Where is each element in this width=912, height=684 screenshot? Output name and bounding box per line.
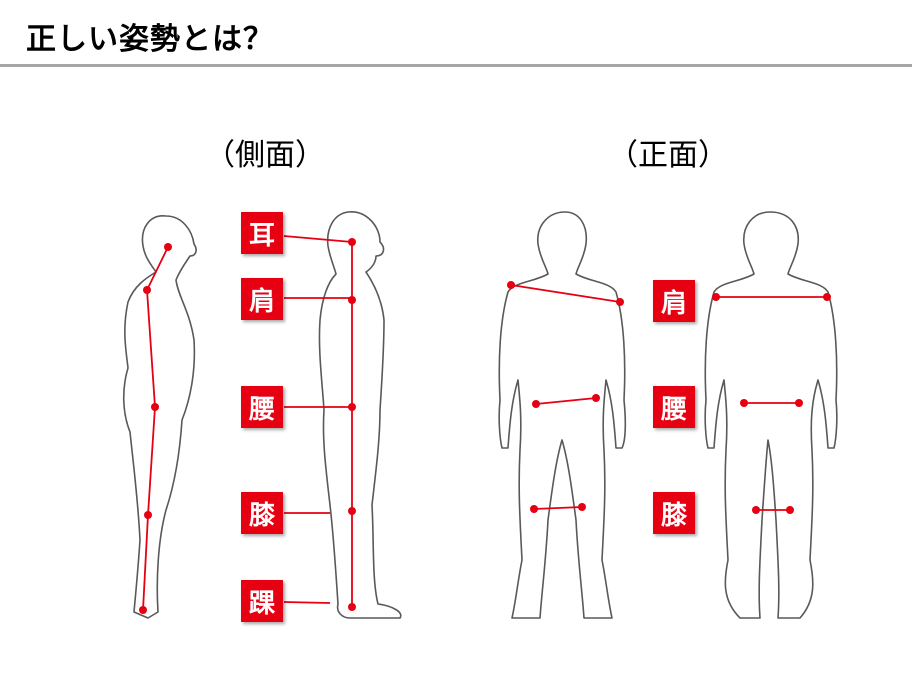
label-waist-side: 腰 xyxy=(241,386,283,428)
slouch-shoulder-point xyxy=(143,286,151,294)
front-view-heading: （正面） xyxy=(608,138,728,173)
back-knee-right-point xyxy=(786,506,794,514)
upright-ear-point xyxy=(348,238,356,246)
front-waist-left-point xyxy=(532,400,540,408)
slouched-alignment-line xyxy=(142,246,169,611)
back-shoulder-left-point xyxy=(712,293,720,301)
upright-waist-point xyxy=(348,403,356,411)
back-waist-right-point xyxy=(795,399,803,407)
upright-side-figure xyxy=(318,211,402,619)
slouch-waist-point xyxy=(151,403,159,411)
label-ear: 耳 xyxy=(241,212,283,254)
label-waist-front: 腰 xyxy=(653,386,695,428)
slouched-side-figure xyxy=(122,215,197,619)
back-shoulder-right-point xyxy=(823,293,831,301)
side-view-heading: （側面） xyxy=(205,138,325,173)
front-shoulder-right-point xyxy=(616,298,624,306)
front-shoulder-line xyxy=(510,284,621,303)
slouch-ankle-point xyxy=(139,606,147,614)
back-waist-left-point xyxy=(740,399,748,407)
back-knee-left-point xyxy=(752,506,760,514)
upright-knee-point xyxy=(348,507,356,515)
back-figure xyxy=(704,211,838,619)
slouch-ear-point xyxy=(164,243,172,251)
ear-connector xyxy=(283,235,353,243)
upright-shoulder-point xyxy=(348,296,356,304)
front-figure xyxy=(498,211,627,619)
label-shoulder-side: 肩 xyxy=(241,278,283,320)
title-divider xyxy=(0,64,912,67)
label-knee-side: 膝 xyxy=(241,492,283,534)
label-knee-front: 膝 xyxy=(653,492,695,534)
front-knee-line xyxy=(533,506,583,510)
slouch-knee-point xyxy=(144,511,152,519)
front-knee-left-point xyxy=(530,505,538,513)
page-title: 正しい姿勢とは？ xyxy=(26,22,274,57)
label-ankle: 踝 xyxy=(241,580,283,622)
front-waist-line xyxy=(535,397,597,405)
upright-ankle-point xyxy=(348,603,356,611)
label-shoulder-front: 肩 xyxy=(653,280,695,322)
front-waist-right-point xyxy=(592,394,600,402)
front-shoulder-left-point xyxy=(507,281,515,289)
ankle-connector xyxy=(283,601,331,604)
front-knee-right-point xyxy=(578,503,586,511)
